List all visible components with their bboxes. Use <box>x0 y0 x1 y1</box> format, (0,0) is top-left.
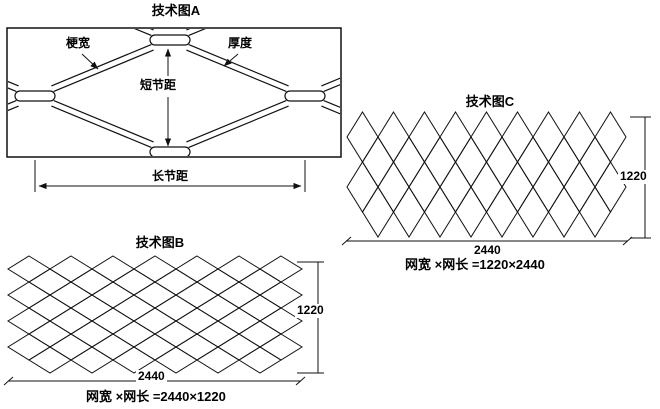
diagram-c-formula: 网宽 ×网长 =1220×2440 <box>405 257 545 272</box>
diagram-b-formula: 网宽 ×网长 =2440×1220 <box>86 389 226 404</box>
strand-width-label: 梗宽 <box>64 36 93 51</box>
mesh-a <box>8 29 340 156</box>
diagram-c-height-dimension: 1220 <box>618 169 649 184</box>
thickness-label: 厚度 <box>226 36 255 51</box>
drawing-b <box>3 255 324 386</box>
drawing-c <box>341 111 651 246</box>
diagram-b-title: 技术图B <box>135 235 185 250</box>
long-pitch-label: 长节距 <box>150 169 191 184</box>
drawing-a-border <box>6 27 342 158</box>
diagram-b-width-dimension: 2440 <box>136 369 167 384</box>
diagram-c-title: 技术图C <box>465 94 515 109</box>
drawing-a <box>6 27 342 192</box>
drawing-c-dimensions <box>341 116 651 246</box>
diagram-b-height-dimension: 1220 <box>295 303 326 318</box>
short-pitch-label: 短节距 <box>138 78 179 93</box>
drawing-b-dimensions <box>3 261 324 386</box>
mesh-c <box>346 111 627 238</box>
thickness-arrow <box>223 53 239 67</box>
diagram-c-width-dimension: 2440 <box>472 243 503 258</box>
drawing-a-annotations <box>34 48 306 192</box>
diagram-a-title: 技术图A <box>151 3 201 18</box>
strand-width-arrow <box>81 53 99 70</box>
mesh-b <box>7 255 303 374</box>
